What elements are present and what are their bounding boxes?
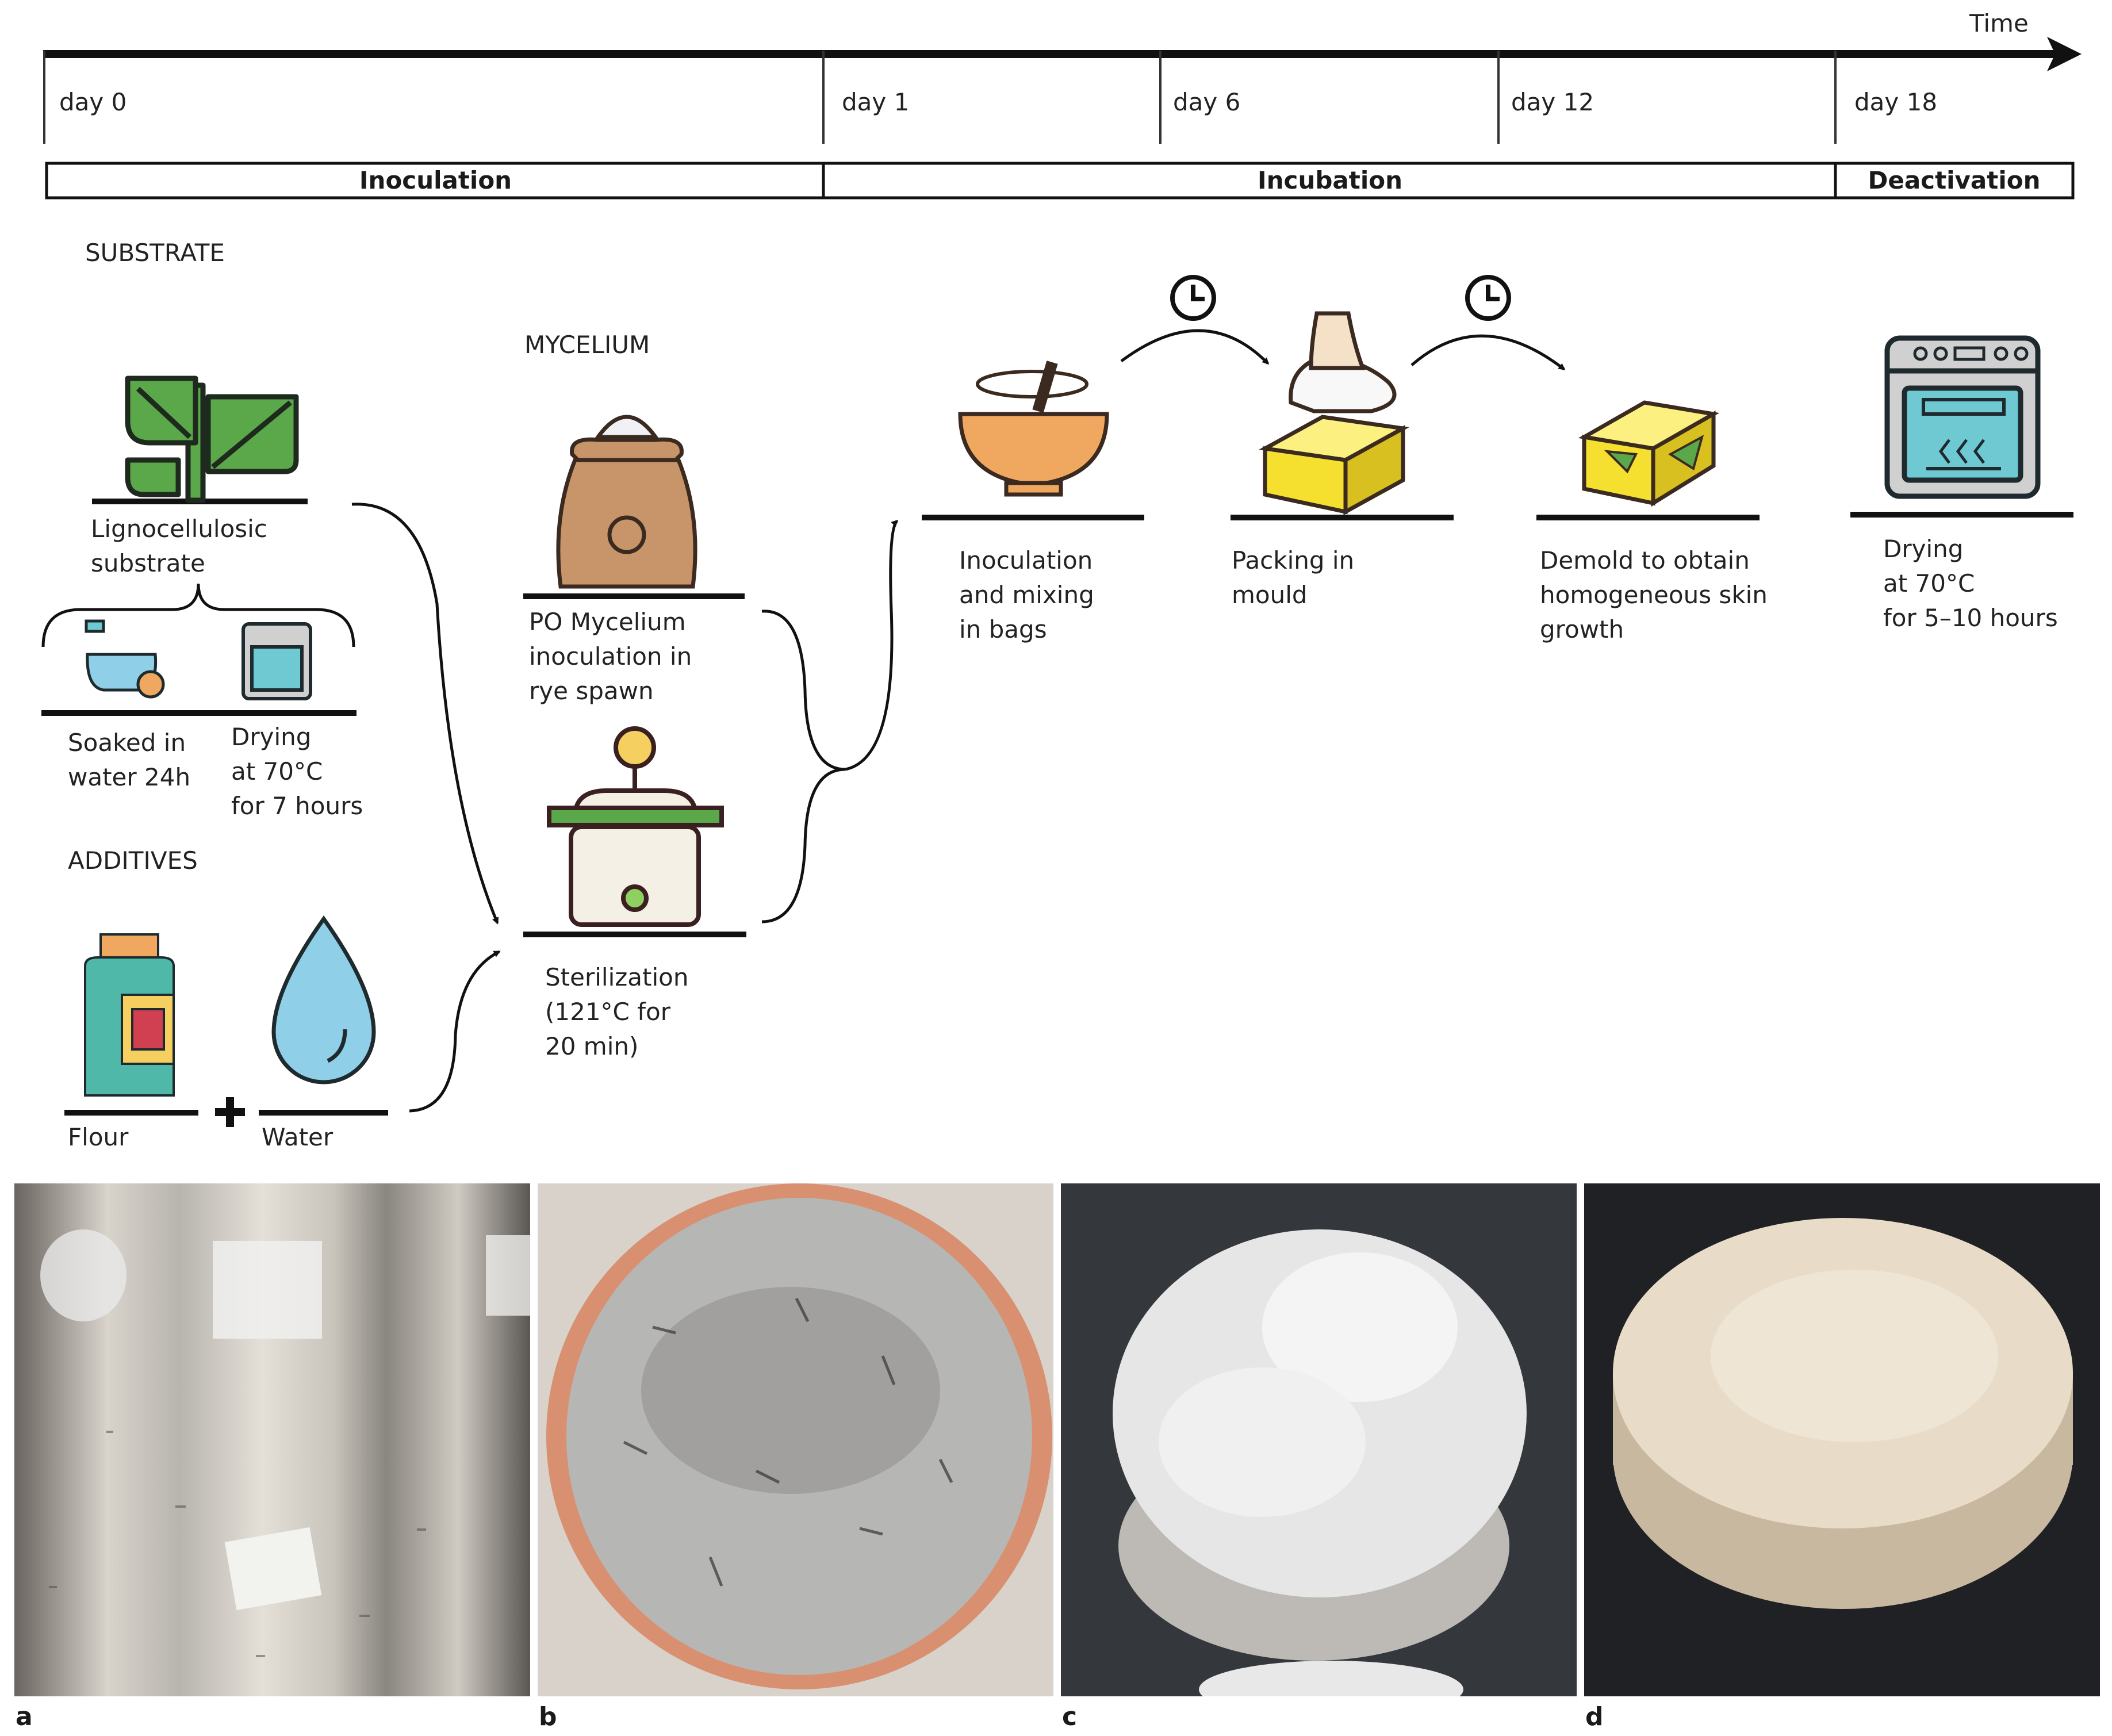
label-drying-substrate: Drying at 70°C for 7 hours	[231, 723, 363, 820]
phase-inoculation: Inoculation	[359, 166, 512, 194]
time-axis-label: Time	[1969, 9, 2029, 37]
mixing-bowl-icon	[958, 361, 1109, 497]
flour-bottle-icon	[84, 933, 175, 1097]
baselines	[41, 499, 2073, 1116]
day-label: day 0	[59, 88, 127, 116]
label-mycelium-spawn: PO Mycelium inoculation in rye spawn	[529, 608, 692, 705]
photo-label: c	[1062, 1702, 1078, 1731]
section-mycelium: MYCELIUM	[524, 331, 650, 359]
plus-icon	[215, 1097, 245, 1127]
label-drying-final: Drying at 70°C for 5–10 hours	[1883, 535, 2058, 632]
section-substrate: SUBSTRATE	[85, 239, 225, 267]
photo-label: a	[16, 1702, 33, 1731]
label-soaked: Soaked in water 24h	[68, 729, 191, 791]
flow-arrows	[351, 329, 1566, 1113]
timeline	[43, 37, 2082, 200]
small-oven-icon	[242, 622, 312, 700]
plant-icon	[125, 375, 299, 503]
demold-block-icon	[1578, 400, 1720, 507]
label-lignocellulosic-substrate: Lignocellulosic substrate	[91, 515, 267, 577]
clock-icon	[1170, 275, 1216, 321]
label-demold: Demold to obtain homogeneous skin growth	[1540, 546, 1768, 643]
label-packing: Packing in mould	[1232, 546, 1355, 609]
day-label: day 6	[1173, 88, 1241, 116]
photo-dried-composite	[1584, 1183, 2100, 1696]
phase-incubation: Incubation	[1258, 166, 1402, 194]
packing-mould-icon	[1259, 311, 1409, 515]
photo-label: d	[1585, 1702, 1604, 1731]
section-additives: ADDITIVES	[68, 846, 198, 875]
label-flour: Flour	[68, 1123, 129, 1151]
label-water: Water	[262, 1123, 334, 1151]
oven-icon	[1884, 335, 2041, 499]
phase-deactivation: Deactivation	[1868, 166, 2041, 194]
water-drop-icon	[271, 915, 376, 1084]
clock-icon	[1465, 275, 1511, 321]
process-diagram	[41, 37, 2082, 1127]
day-label: day 1	[842, 88, 910, 116]
day-label: day 18	[1854, 88, 1938, 116]
photo-cross-section	[538, 1183, 1053, 1696]
day-label: day 12	[1511, 88, 1594, 116]
photo-label: b	[539, 1702, 557, 1731]
mycelium-sack-icon	[556, 415, 697, 589]
brace	[41, 583, 355, 647]
photo-mycelium-growth	[1061, 1183, 1577, 1696]
photo-bagged-inoculum	[14, 1183, 530, 1696]
soak-tub-icon	[85, 619, 165, 699]
label-inoculation-mixing: Inoculation and mixing in bags	[959, 546, 1094, 643]
sterilizer-icon	[547, 726, 724, 927]
phase-bar	[45, 162, 2075, 200]
label-sterilization: Sterilization (121°C for 20 min)	[545, 963, 689, 1060]
